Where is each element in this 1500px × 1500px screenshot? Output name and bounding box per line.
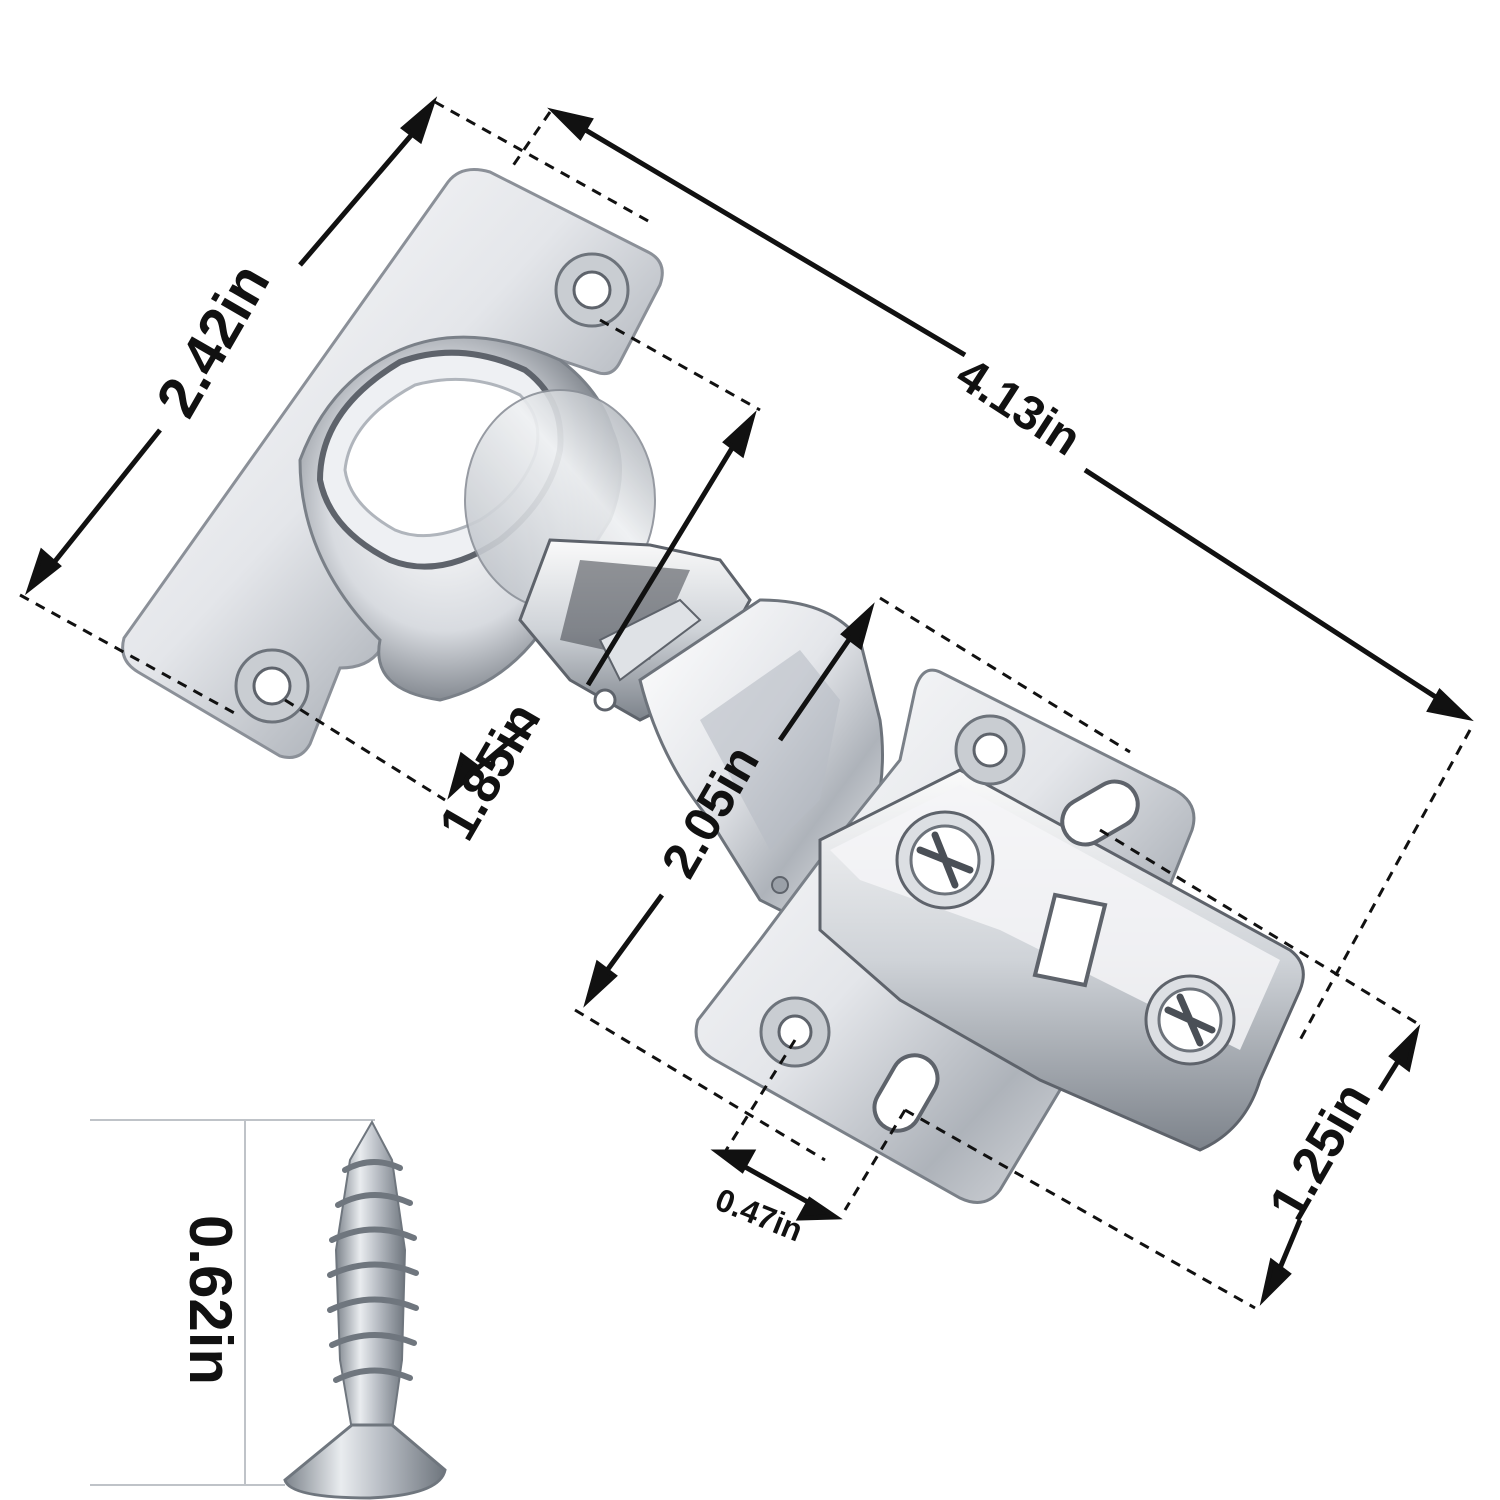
cup-plate-screw-hole-bottom xyxy=(234,648,310,724)
dimension-arrows xyxy=(24,96,1474,1306)
mounting-plate-hole-1 xyxy=(954,714,1026,786)
mounting-plate-slot-2 xyxy=(872,1053,940,1133)
mounting-plate-slot-1 xyxy=(1060,779,1140,847)
dimension-label-2-42: 2.42in xyxy=(144,253,283,428)
hinge-mounting-plate xyxy=(694,668,1305,1204)
dimension-label-4-13: 4.13in xyxy=(947,348,1090,467)
adjustment-screw-bottom xyxy=(1144,974,1236,1066)
dimension-guides xyxy=(19,100,1472,1310)
dimension-label-0-62: 0.62in xyxy=(177,1215,244,1385)
mounting-plate-hole-2 xyxy=(759,996,831,1068)
hinge-cup-plate xyxy=(121,168,664,759)
cup-plate-screw-hole-top xyxy=(554,252,630,328)
dimension-label-1-85: 1.85in xyxy=(428,693,552,850)
dimension-label-1-25: 1.25in xyxy=(1258,1073,1382,1230)
wood-screw xyxy=(90,1119,447,1500)
adjustment-screw-top xyxy=(895,810,995,910)
